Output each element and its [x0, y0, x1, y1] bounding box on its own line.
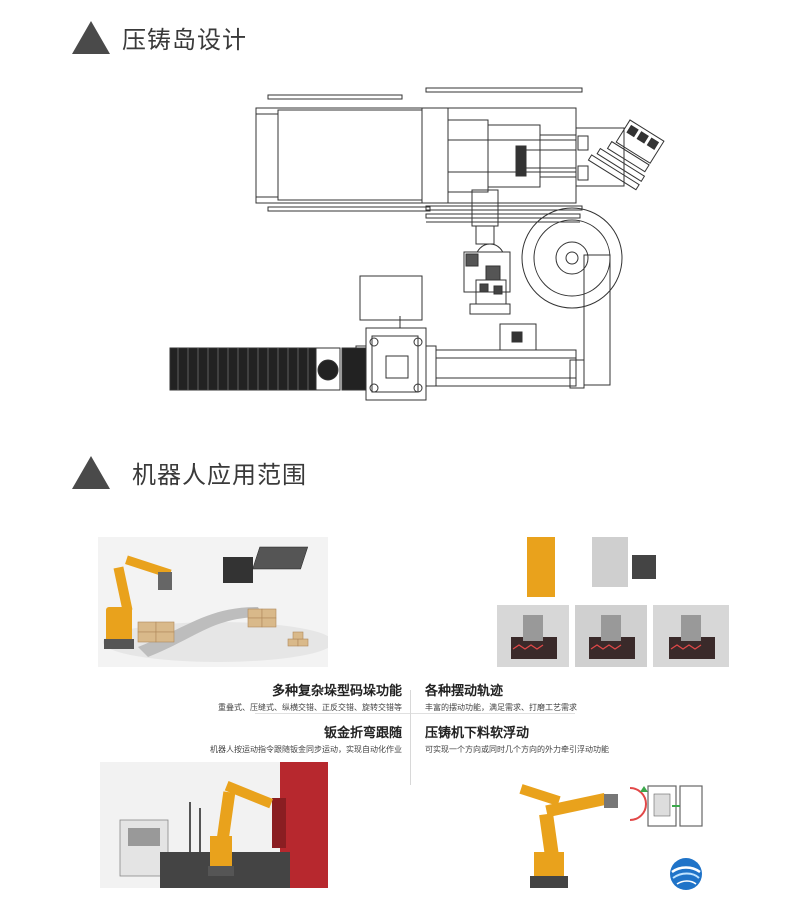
feature-description: 可实现一个方向或同时几个方向的外力牵引浮动功能 [425, 745, 609, 754]
feature-title: 多种复杂垛型码垛功能 [271, 684, 402, 699]
section-title-text: 压铸岛设计 [122, 26, 247, 54]
section-title-text: 机器人应用范围 [132, 461, 307, 489]
feature-divider-vertical [410, 690, 411, 785]
sheet-metal-bending-illustration [100, 762, 328, 888]
globe-logo-icon [670, 858, 702, 890]
triangle-bullet-icon [72, 456, 110, 489]
feature-palletizing: 多种复杂垛型码垛功能 重叠式、压缝式、纵横交错、正反交错、旋转交错等 [210, 680, 402, 713]
feature-swing-trajectory: 各种摆动轨迹 丰富的摆动功能，满足需求、打磨工艺需求 [425, 680, 577, 713]
feature-soft-float-unloading: 压铸机下料软浮动 可实现一个方向或同时几个方向的外力牵引浮动功能 [425, 722, 609, 755]
feature-description: 丰富的摆动功能，满足需求、打磨工艺需求 [425, 703, 577, 712]
feature-divider-horizontal [255, 713, 575, 714]
feature-title: 压铸机下料软浮动 [425, 726, 530, 741]
feature-description: 重叠式、压缝式、纵横交错、正反交错、旋转交错等 [218, 703, 402, 712]
feature-title: 钣金折弯跟随 [323, 726, 402, 741]
die-casting-island-layout-drawing [169, 87, 665, 401]
feature-sheet-metal-bending: 钣金折弯跟随 机器人按运动指令跟随钣金同步运动，实现自动化作业 [205, 722, 402, 755]
palletizing-illustration [98, 537, 328, 667]
feature-title: 各种摆动轨迹 [425, 684, 504, 699]
section-title-robot-applications: 机器人应用范围 [72, 455, 307, 490]
triangle-bullet-icon [72, 21, 110, 54]
section-title-die-casting-island: 压铸岛设计 [72, 20, 247, 55]
swing-trajectory-illustration [497, 537, 729, 667]
feature-description: 机器人按运动指令跟随钣金同步运动，实现自动化作业 [210, 745, 402, 754]
